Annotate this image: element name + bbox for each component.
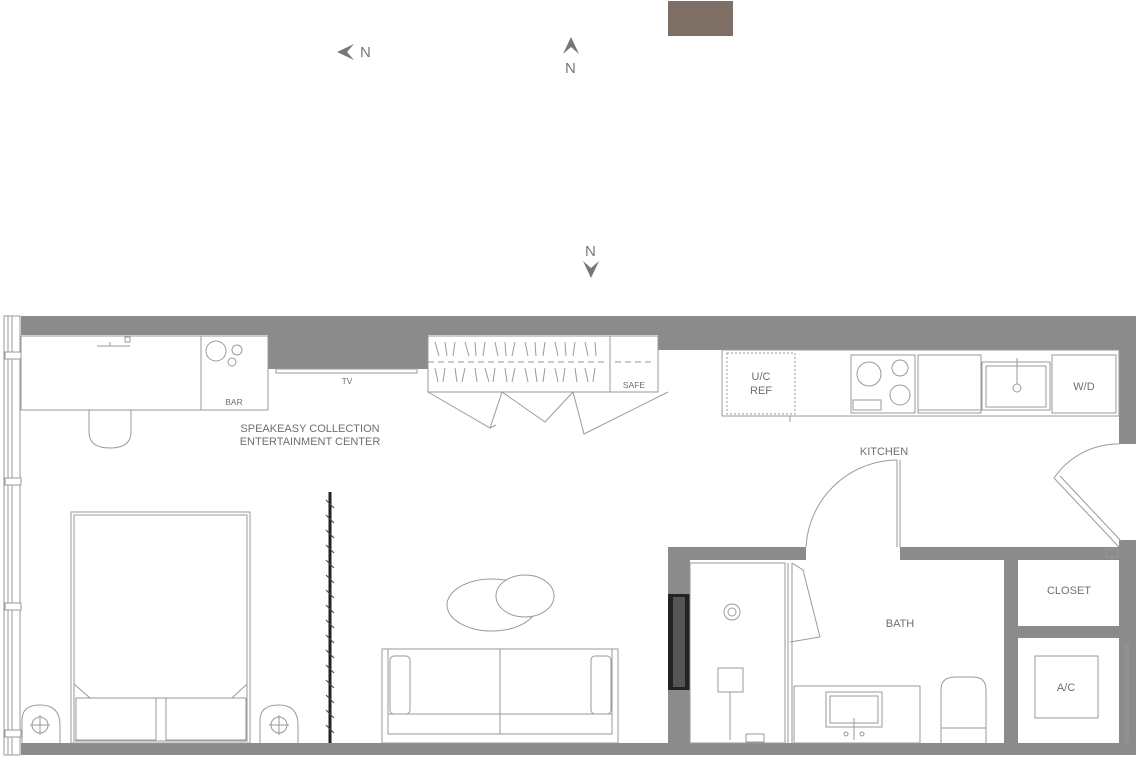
bath-panel-inner xyxy=(673,597,685,687)
entertainment-label-line2: ENTERTAINMENT CENTER xyxy=(240,436,381,448)
kitchen-label: KITCHEN xyxy=(860,446,908,458)
arrow-down-icon xyxy=(583,261,599,278)
bath-door xyxy=(789,459,901,643)
shower xyxy=(689,562,793,744)
arrow-left-icon xyxy=(337,44,354,60)
north-arrow-up: N xyxy=(563,37,579,77)
nightstand-right xyxy=(259,704,299,743)
wd-label: W/D xyxy=(1073,381,1094,393)
north-label-up: N xyxy=(565,60,576,77)
coffee-tables xyxy=(446,574,555,632)
color-swatch xyxy=(668,1,733,36)
safe-label: SAFE xyxy=(623,380,646,390)
ac-unit xyxy=(1034,642,1129,743)
uc-ref-label-line2: REF xyxy=(750,385,772,397)
entry-door xyxy=(1053,443,1123,558)
nightstand-left xyxy=(21,704,61,743)
bar-label: BAR xyxy=(225,397,242,407)
uc-ref-label-line1: U/C xyxy=(752,371,771,383)
arrow-up-icon xyxy=(563,37,579,54)
walls xyxy=(21,316,1136,755)
wardrobe xyxy=(427,335,669,435)
entertainment-label-line1: SPEAKEASY COLLECTION xyxy=(240,423,379,435)
north-label-down: N xyxy=(585,243,596,260)
toilet xyxy=(940,676,987,743)
north-label-left: N xyxy=(360,44,371,61)
bar-counter xyxy=(20,335,269,449)
kitchen-counter xyxy=(721,349,1120,422)
bed xyxy=(70,511,251,744)
tv-unit xyxy=(275,368,418,374)
north-arrow-down: N xyxy=(583,243,599,278)
closet-label: CLOSET xyxy=(1047,585,1091,597)
ac-label: A/C xyxy=(1057,682,1075,694)
partition-screen xyxy=(325,492,335,743)
bath-vanity xyxy=(793,685,921,744)
tv-label: TV xyxy=(342,376,353,386)
north-arrow-left: N xyxy=(337,44,371,61)
bath-label: BATH xyxy=(886,618,915,630)
left-window xyxy=(3,315,22,756)
sofa xyxy=(381,648,619,744)
